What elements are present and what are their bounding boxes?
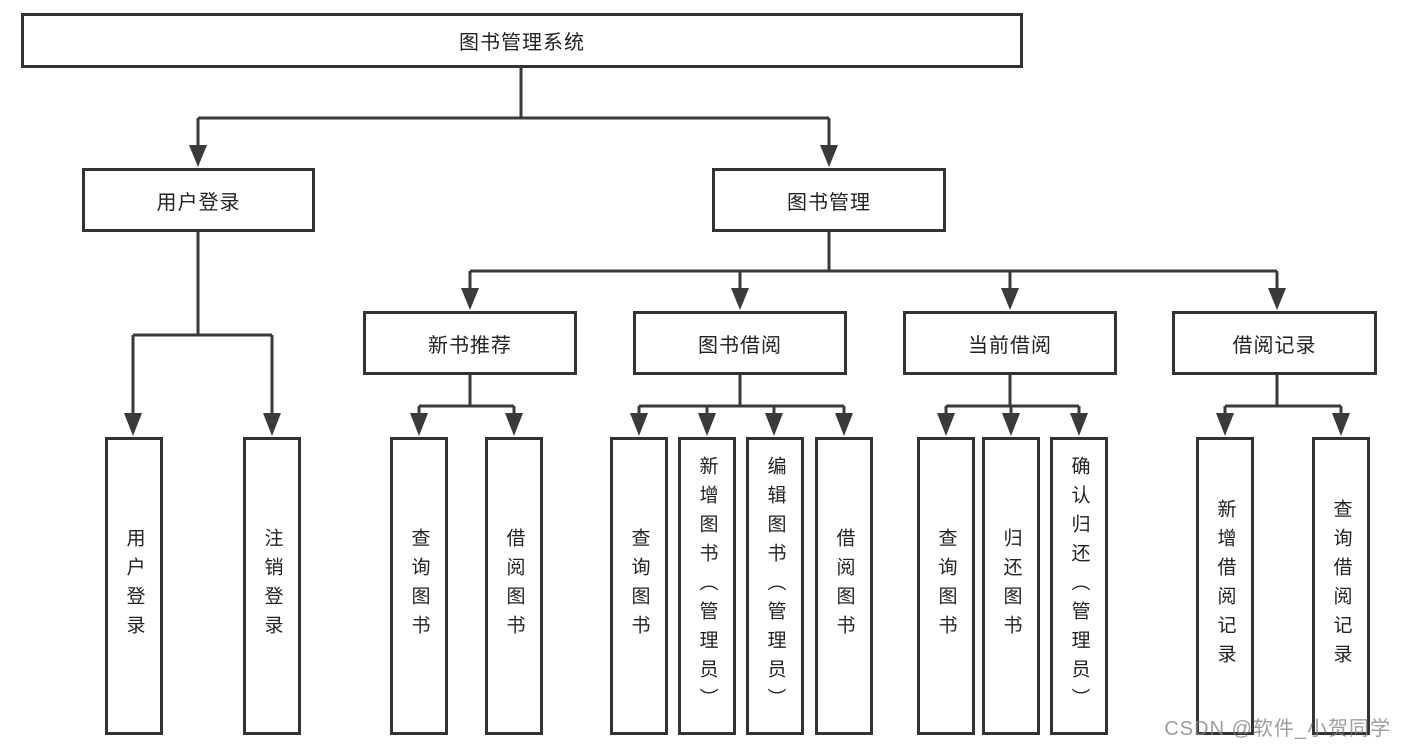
leaf-add-borrow-record: 新增借阅记录 — [1196, 437, 1254, 735]
node-book-borrowing: 图书借阅 — [633, 311, 847, 375]
node-new-book-recommend: 新书推荐 — [363, 311, 577, 375]
leaf-add-books-admin: 新增图书（管理员） — [678, 437, 736, 735]
leaf-query-books-borrowing: 查询图书 — [610, 437, 668, 735]
leaf-query-books-recommend: 查询图书 — [390, 437, 448, 735]
node-book-management: 图书管理 — [712, 168, 946, 232]
leaf-edit-books-admin: 编辑图书（管理员） — [746, 437, 804, 735]
node-root-library-system: 图书管理系统 — [21, 13, 1023, 68]
leaf-query-books-current: 查询图书 — [917, 437, 975, 735]
leaf-confirm-return-admin: 确认归还（管理员） — [1050, 437, 1108, 735]
leaf-borrow-books-recommend: 借阅图书 — [485, 437, 543, 735]
leaf-return-books: 归还图书 — [982, 437, 1040, 735]
leaf-logout: 注销登录 — [243, 437, 301, 735]
node-user-login: 用户登录 — [82, 168, 315, 232]
leaf-query-borrow-record: 查询借阅记录 — [1312, 437, 1370, 735]
arrowhead-icons — [124, 145, 1350, 436]
csdn-watermark: CSDN @软件_小贺同学 — [1164, 718, 1391, 740]
node-current-borrowing: 当前借阅 — [903, 311, 1117, 375]
leaf-borrow-books: 借阅图书 — [815, 437, 873, 735]
node-borrowing-records: 借阅记录 — [1172, 311, 1377, 375]
leaf-user-login: 用户登录 — [105, 437, 163, 735]
